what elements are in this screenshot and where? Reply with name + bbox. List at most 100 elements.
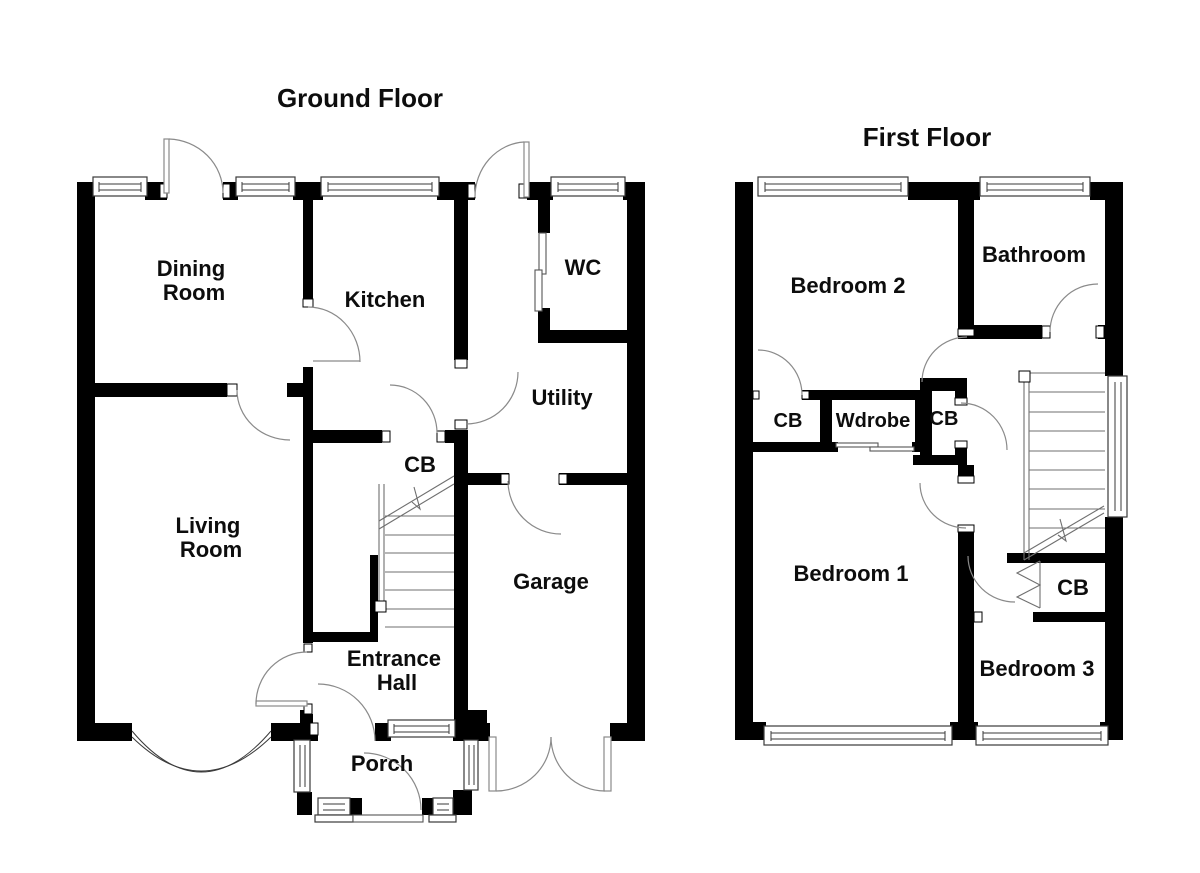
window [314, 797, 354, 823]
wall-segment [77, 723, 132, 741]
entrance-hall-label: Entrance Hall [347, 646, 447, 695]
first-floor-windows [757, 176, 1128, 746]
wall-segment [735, 442, 838, 452]
first-floor-walls [735, 182, 1123, 740]
wall-segment [912, 442, 923, 452]
door [507, 480, 562, 535]
wall-segment [370, 555, 378, 642]
wall-segment [453, 790, 472, 815]
wall-segment [468, 473, 509, 485]
utility-label: Utility [531, 385, 593, 410]
entrance-hall-label-line2: Hall [377, 670, 417, 695]
porch-door [352, 752, 424, 823]
window [320, 176, 440, 197]
door-jamb [309, 722, 319, 736]
wall-segment [303, 440, 313, 643]
door [757, 349, 803, 396]
ground-floor-stairs [374, 475, 455, 628]
door-jamb [454, 419, 468, 430]
door-jamb [558, 473, 568, 485]
wall-segment [454, 430, 468, 726]
wall-segment [538, 330, 627, 343]
wall-segment [303, 430, 382, 443]
door [163, 138, 224, 194]
window [763, 725, 953, 746]
bay-window [131, 730, 272, 773]
first-floor-title: First Floor [863, 122, 992, 152]
wall-segment [422, 798, 433, 815]
sliding-door [835, 442, 915, 452]
cb-bottom-label: CB [1057, 575, 1089, 600]
wall-segment [820, 400, 832, 442]
wall-segment [538, 196, 550, 233]
wall-segment [300, 710, 312, 735]
door-jamb [303, 643, 313, 653]
door-jamb [1041, 325, 1051, 339]
door-jamb [957, 475, 975, 484]
entrance-hall-label-line1: Entrance [347, 646, 441, 671]
door [919, 482, 967, 529]
window [463, 739, 479, 791]
window [550, 176, 626, 197]
front-door [317, 683, 376, 742]
wall-segment [610, 723, 645, 741]
garage-label: Garage [513, 569, 589, 594]
wall-segment [950, 722, 978, 740]
wall-segment [1105, 182, 1123, 376]
first-floor-stairs [1018, 370, 1105, 561]
door-jamb [954, 397, 968, 406]
wall-segment [458, 710, 487, 735]
wall-segment [627, 182, 645, 741]
first-floor-doors [757, 283, 1099, 609]
wall-segment [735, 722, 766, 740]
wall-segment [454, 200, 468, 360]
wall-segment [920, 391, 932, 465]
wall-segment [920, 378, 967, 391]
ground-floor-title: Ground Floor [277, 83, 443, 113]
first-floor-plan: First Floor Bedroom 2 Bathroom CB Wdrobe… [735, 122, 1128, 746]
wall-segment [955, 448, 967, 465]
door-jamb [381, 430, 391, 443]
wall-segment [538, 308, 550, 330]
door [921, 336, 968, 383]
door-jamb [222, 183, 231, 199]
door-jamb [454, 358, 468, 369]
porch-label: Porch [351, 751, 413, 776]
wall-segment [297, 792, 312, 815]
wall-segment [303, 200, 313, 300]
door [389, 384, 438, 434]
wdrobe-label: Wdrobe [836, 410, 910, 432]
cb-label: CB [404, 452, 436, 477]
wall-segment [913, 455, 967, 465]
wall-segment [375, 723, 391, 741]
wall-segment [445, 430, 468, 443]
door-jamb [954, 440, 968, 449]
door-jamb [500, 473, 510, 485]
living-room-label-line2: Room [180, 537, 242, 562]
door [255, 651, 308, 707]
ground-floor-jambs [159, 183, 568, 736]
wc-label: WC [565, 255, 602, 280]
dining-room-label-line2: Room [163, 280, 225, 305]
window [757, 176, 909, 197]
door-jamb [303, 703, 313, 715]
wall-segment [1033, 612, 1105, 622]
wall-segment [802, 390, 923, 400]
door-jamb [1095, 325, 1105, 339]
window [1107, 375, 1128, 518]
window [293, 739, 311, 793]
door-jamb [801, 390, 810, 400]
living-room-label: Living Room [176, 513, 247, 562]
wall-segment [287, 383, 303, 397]
door-jamb [226, 383, 238, 397]
door [465, 371, 519, 425]
dining-room-label-line1: Dining [157, 256, 225, 281]
sliding-door [534, 232, 547, 312]
wall-segment [559, 473, 627, 485]
wall-segment [527, 182, 553, 200]
wall-segment [1007, 553, 1105, 563]
wall-segment [350, 798, 362, 815]
door-jamb [752, 390, 760, 400]
garage-door [488, 736, 612, 792]
wall-segment [908, 182, 980, 200]
